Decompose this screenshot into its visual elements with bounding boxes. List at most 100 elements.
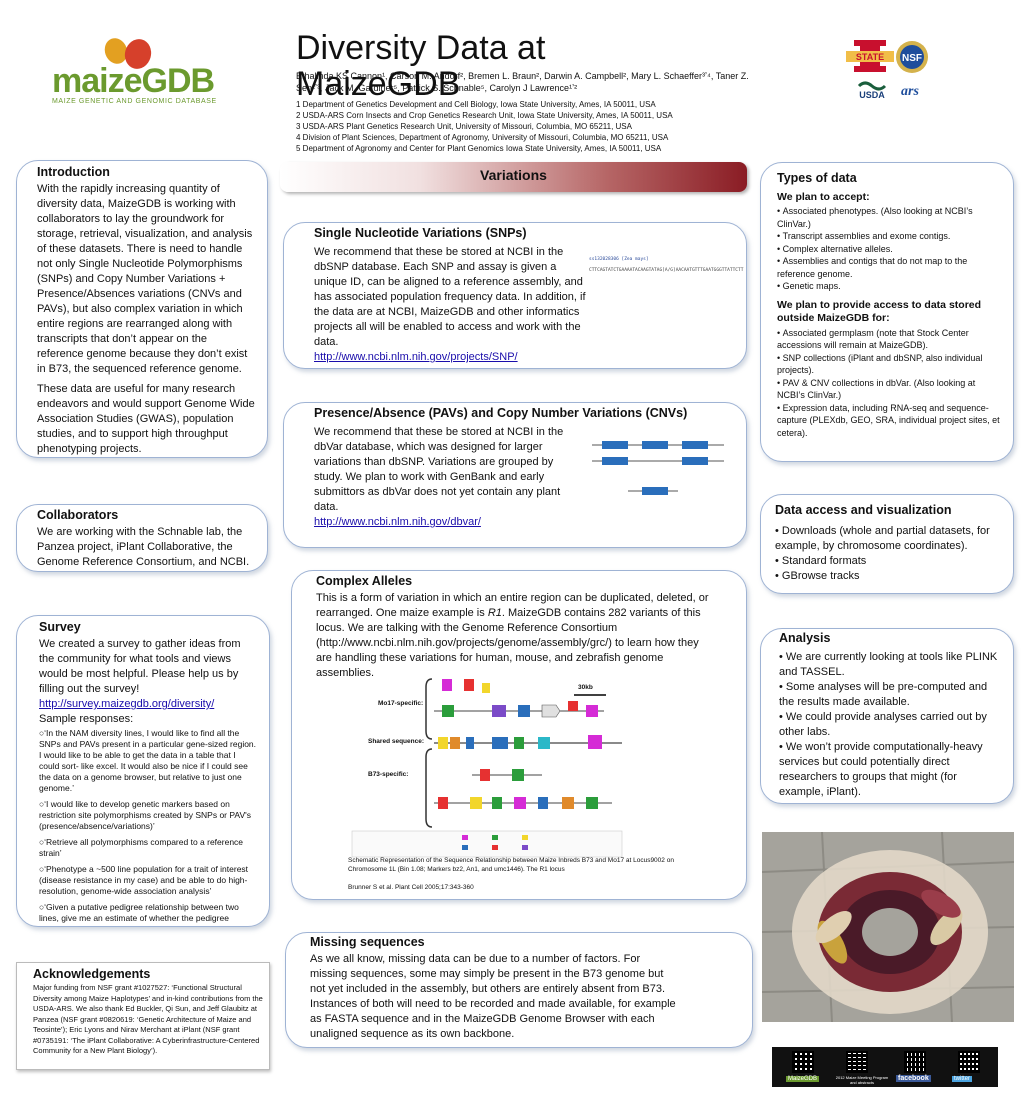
list-item: Genetic maps. — [777, 280, 1003, 293]
author-list: Ethalinda KS Cannon¹, Carson M. Andorf²,… — [296, 71, 749, 93]
logo-text: maizeGDB — [52, 62, 215, 100]
sample-responses-label: Sample responses: — [39, 713, 134, 725]
snp-id: ss132028306 [Zea mays] — [589, 257, 649, 262]
pav-cnv-panel: Presence/Absence (PAVs) and Copy Number … — [283, 402, 747, 548]
gene-block — [682, 441, 708, 449]
dbsnp-link[interactable]: http://www.ncbi.nlm.nih.gov/projects/SNP… — [314, 351, 518, 363]
section-title: Single Nucleotide Variations (SNPs) — [314, 226, 527, 240]
list-item: Associated phenotypes. (Also looking at … — [777, 205, 1003, 230]
scale-label: 30kb — [578, 684, 593, 691]
isu-shield-icon: STATE — [846, 40, 894, 72]
section-title: Collaborators — [37, 508, 119, 522]
list-item: Downloads (whole and partial datasets, f… — [775, 524, 1003, 554]
qr-label-maizegdb: MaizeGDB — [786, 1076, 820, 1082]
gene-block — [642, 487, 668, 495]
survey-response-list: ‘In the NAM diversity lines, I would lik… — [39, 728, 257, 926]
nsf-globe-icon: NSF — [896, 41, 928, 73]
figure-caption: Schematic Representation of the Sequence… — [348, 857, 674, 873]
dbvar-link[interactable]: http://www.ncbi.nlm.nih.gov/dbvar/ — [314, 516, 481, 528]
figure-citation: Brunner S et al. Plant Cell 2005;17:343-… — [348, 884, 474, 891]
gene-block — [602, 457, 628, 465]
section-title: Acknowledgements — [33, 967, 151, 981]
survey-text: We created a survey to gather ideas from… — [39, 638, 241, 695]
survey-link[interactable]: http://survey.maizegdb.org/diversity/ — [39, 698, 215, 710]
qr-code-strip: MaizeGDB 2012 Maize Meeting Program and … — [772, 1047, 998, 1087]
logo-subtitle: Maize Genetic and Genomic Database — [52, 98, 217, 105]
missing-sequences-panel: Missing sequences As we all know, missin… — [285, 932, 753, 1048]
section-title: Presence/Absence (PAVs) and Copy Number … — [314, 406, 688, 420]
list-item: Some analyses will be pre-computed and t… — [779, 680, 1003, 710]
intro-paragraph: These data are useful for many research … — [37, 383, 255, 455]
mo17-label: Mo17-specific: — [378, 700, 424, 707]
introduction-panel: Introduction With the rapidly increasing… — [16, 160, 268, 458]
list-item: ‘Retrieve all polymorphisms compared to … — [39, 837, 257, 859]
nsf-logo-text: NSF — [902, 53, 922, 64]
section-title: Data access and visualization — [775, 503, 952, 517]
acknowledgements-box: Acknowledgements Major funding from NSF … — [16, 962, 270, 1070]
pav-text: We recommend that these be stored at NCB… — [314, 426, 564, 513]
acknowledgements-text: Major funding from NSF grant #1027527: ‘… — [33, 983, 263, 1055]
complex-alleles-panel: Complex Alleles This is a form of variat… — [291, 570, 747, 900]
qr-code[interactable] — [904, 1051, 926, 1073]
analysis-panel: Analysis We are currently looking at too… — [760, 628, 1014, 804]
list-item: Standard formats — [775, 554, 1003, 569]
pav-cnv-diagram — [592, 441, 724, 495]
qr-code[interactable] — [792, 1051, 814, 1073]
access-heading: We plan to provide access to data stored… — [777, 298, 982, 324]
data-access-panel: Data access and visualization Downloads … — [760, 494, 1014, 594]
maize-cobs-photo — [762, 832, 1014, 1022]
qr-label-program: 2012 Maize Meeting Program and abstracts — [835, 1075, 889, 1085]
isu-logo-text: STATE — [856, 52, 884, 62]
b73-label: B73-specific: — [368, 771, 409, 778]
list-item: Assemblies and contigs that do not map t… — [777, 255, 1003, 280]
list-item: Associated germplasm (note that Stock Ce… — [777, 327, 1003, 352]
usda-logo-text: USDA — [859, 90, 885, 100]
snp-sequence-figure: ss132028306 [Zea mays] CTTCAGTATCTGAAAAT… — [589, 257, 744, 273]
affiliation-list: 1 Department of Genetics Development and… — [296, 99, 756, 154]
list-item: We won’t provide computationally-heavy s… — [779, 740, 1003, 800]
section-title: Missing sequences — [310, 935, 425, 949]
r1-locus-figure: Mo17-specific: Shared sequence: B73-spec… — [342, 673, 632, 858]
ars-logo-text: ars — [901, 84, 919, 99]
section-title: Types of data — [777, 171, 857, 185]
gene-block — [682, 457, 708, 465]
list-item: GBrowse tracks — [775, 569, 1003, 584]
types-of-data-panel: Types of data We plan to accept: Associa… — [760, 162, 1014, 462]
ars-icon: ars — [901, 84, 919, 99]
list-item: Expression data, including RNA-seq and s… — [777, 402, 1003, 440]
snp-sequence: CTTCAGTATCTGAAAATACAAGTATAG[A/G]AACAATGT… — [589, 268, 744, 273]
access-list: Associated germplasm (note that Stock Ce… — [777, 327, 1003, 440]
accept-list: Associated phenotypes. (Also looking at … — [777, 205, 1003, 293]
poster-title: Diversity Data at MaizeGDB — [296, 29, 546, 103]
ars-logo: ars — [896, 80, 924, 100]
affiliation: 4 Division of Plant Sciences, Department… — [296, 133, 669, 142]
list-item: Complex alternative alleles. — [777, 243, 1003, 256]
section-title: Survey — [39, 620, 81, 634]
usda-logo: USDA — [857, 78, 887, 100]
qr-code[interactable] — [958, 1051, 980, 1073]
list-item: ‘Phenotype a ~500 line population for a … — [39, 864, 257, 897]
qr-label-facebook: facebook — [896, 1075, 931, 1082]
affiliation: 5 Department of Agronomy and Center for … — [296, 144, 662, 153]
list-item: ‘Given a putative pedigree relationship … — [39, 902, 257, 926]
nsf-logo: NSF — [895, 40, 929, 74]
list-item: We could provide analyses carried out by… — [779, 710, 1003, 740]
survey-panel: Survey We created a survey to gather ide… — [16, 615, 270, 927]
shared-label: Shared sequence: — [368, 738, 424, 745]
accept-heading: We plan to accept: — [777, 191, 870, 203]
list-item: PAV & CNV collections in dbVar. (Also lo… — [777, 377, 1003, 402]
snp-text: We recommend that these be stored at NCB… — [314, 246, 586, 348]
section-title: Analysis — [779, 631, 831, 645]
gene-block — [642, 441, 668, 449]
affiliation: 3 USDA-ARS Plant Genetics Research Unit,… — [296, 122, 632, 131]
usda-icon: USDA — [857, 81, 887, 100]
qr-code[interactable] — [846, 1051, 868, 1073]
variations-banner: Variations — [280, 162, 747, 192]
snp-panel: Single Nucleotide Variations (SNPs) We r… — [283, 222, 747, 369]
section-title: Introduction — [37, 165, 110, 179]
list-item: SNP collections (iPlant and dbSNP, also … — [777, 352, 1003, 377]
data-access-list: Downloads (whole and partial datasets, f… — [775, 524, 1003, 584]
affiliation: 1 Department of Genetics Development and… — [296, 100, 656, 109]
collaborators-text: We are working with the Schnable lab, th… — [37, 526, 250, 568]
list-item: We are currently looking at tools like P… — [779, 650, 1003, 680]
